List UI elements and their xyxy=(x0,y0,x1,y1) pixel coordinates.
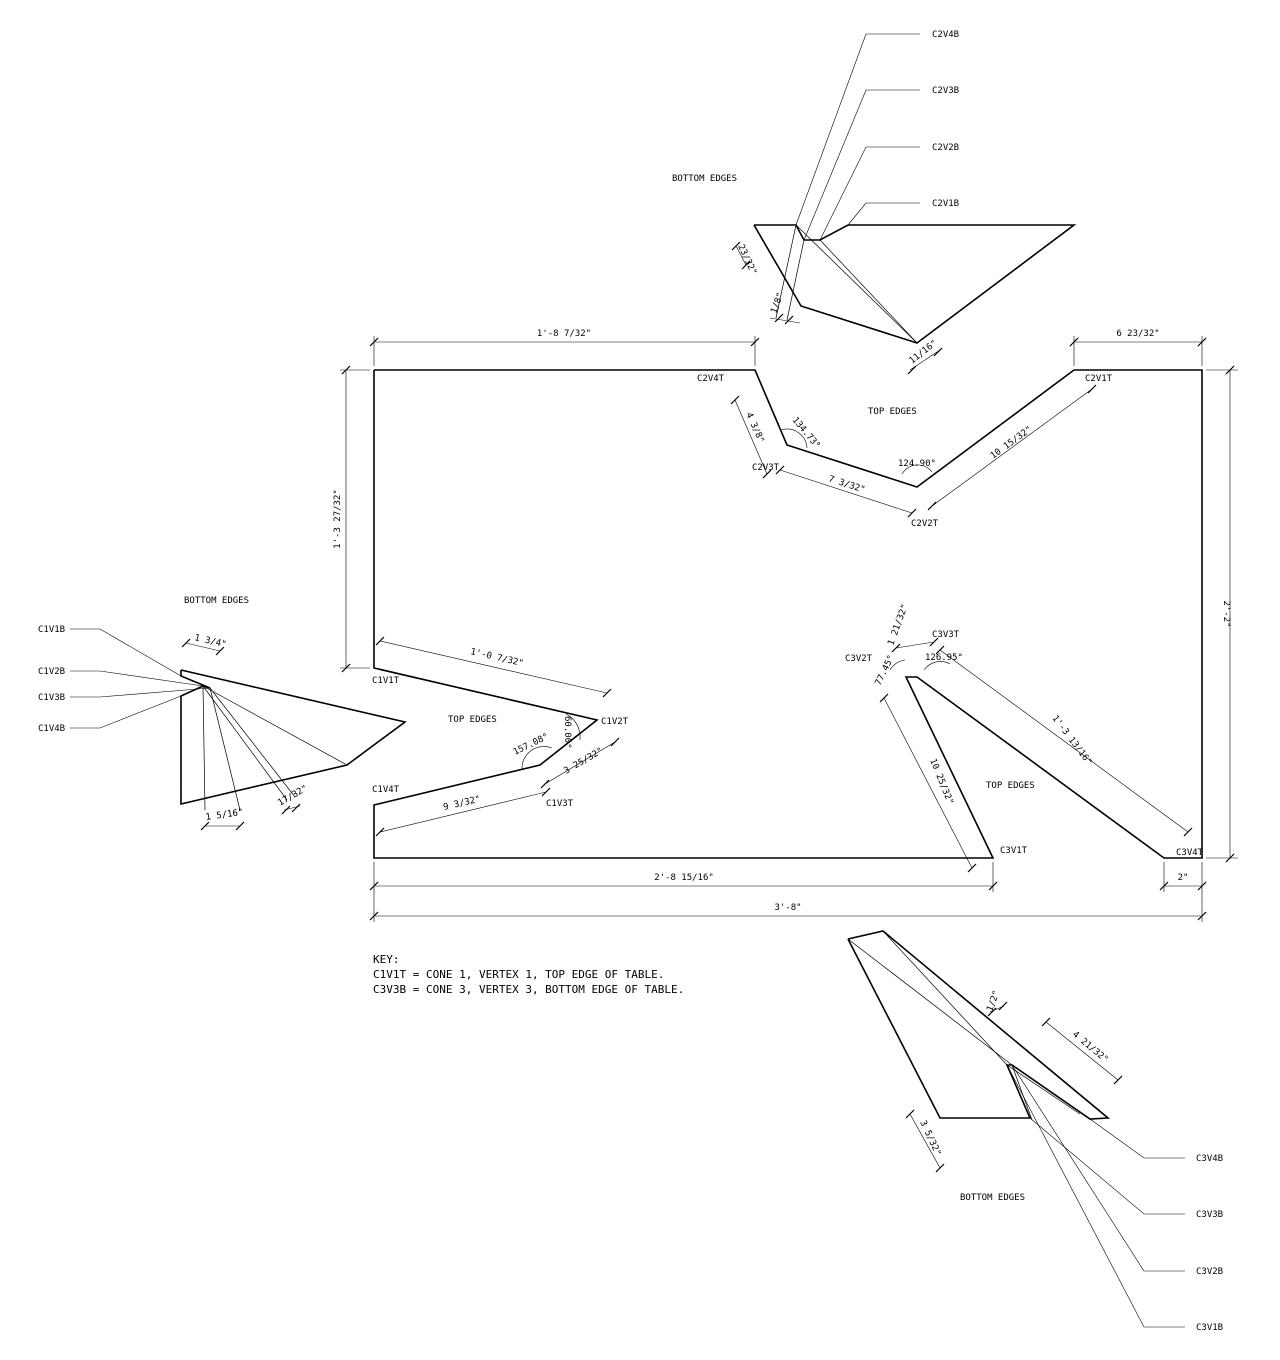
dim-bottom-width: 2'-8 15/16" xyxy=(369,862,998,892)
vertex-c3v3t: C3V3T xyxy=(932,630,960,640)
dim-bottom-right-label: 2" xyxy=(1178,873,1189,883)
dim-c1-3-25-32: 3 25/32" xyxy=(563,746,606,776)
dim-left-height: 1'-3 27/32" xyxy=(333,365,370,673)
dim-c1-bottom-1-3-4: 1 3/4" xyxy=(193,633,227,650)
dim-c2-bottom-23-32: 23/32" xyxy=(735,243,758,277)
vertex-c2v3t: C2V3T xyxy=(752,463,780,473)
heading-top-edges-c2: TOP EDGES xyxy=(868,407,917,417)
vertex-c2v1t: C2V1T xyxy=(1085,374,1113,384)
vertex-c3v4t: C3V4T xyxy=(1176,848,1204,858)
dim-right-height: 2'-2" xyxy=(1206,365,1238,863)
cone2-top-dims: 4 3/8" 134.73° 7 3/32" 124.90° 10 15/32" xyxy=(730,384,1097,518)
dim-c1-1-0-7-32: 1'-0 7/32" xyxy=(469,647,524,669)
dim-c2-10-15-32: 10 15/32" xyxy=(989,425,1034,462)
key-line-1: C1V1T = CONE 1, VERTEX 1, TOP EDGE OF TA… xyxy=(373,968,664,981)
vertex-c1v1t: C1V1T xyxy=(372,676,400,686)
callout-c1v1b: C1V1B xyxy=(38,625,65,635)
dim-c3-1-3-13-16: 1'-3 13/16" xyxy=(1050,714,1094,768)
vertex-c3v2t: C3V2T xyxy=(845,654,873,664)
cone2-bottom-shape xyxy=(753,224,1077,344)
vertex-c1v4t: C1V4T xyxy=(372,785,400,795)
callout-c1v2b: C1V2B xyxy=(38,667,65,677)
dim-c1-bottom-1-5-16: 1 5/16" xyxy=(205,808,244,823)
dim-c3-10-25-32: 10 25/32" xyxy=(927,757,955,806)
dim-c1-bottom-17-32: 17/32" xyxy=(277,784,310,809)
callout-c1v3b: C1V3B xyxy=(38,693,65,703)
dim-bottom-width-label: 2'-8 15/16" xyxy=(654,873,714,883)
table-outline xyxy=(373,369,1203,859)
vertex-c3v1t: C3V1T xyxy=(1000,846,1028,856)
dim-c3-bottom-3-5-32: 3 5/32" xyxy=(917,1119,942,1158)
dim-bottom-right: 2" xyxy=(1159,862,1207,892)
cone3-bottom-shape xyxy=(847,930,1111,1121)
callout-c2v1b: C2V1B xyxy=(932,199,959,209)
dim-top-right-label: 6 23/32" xyxy=(1116,329,1159,339)
heading-bottom-edges-c3: BOTTOM EDGES xyxy=(960,1193,1025,1203)
key-title: KEY: xyxy=(373,953,400,966)
heading-top-edges-c1: TOP EDGES xyxy=(448,715,497,725)
dim-top-width: 1'-8 7/32" xyxy=(369,329,760,366)
dim-c3-bottom-4-21-32: 4 21/32" xyxy=(1070,1030,1110,1066)
cone2-bottom-dims: 23/32" 1/8" 11/16" xyxy=(731,241,943,375)
cone1-bottom-dims: 1 3/4" 1 5/16" 17/32" xyxy=(181,633,310,831)
dim-c3-angle-126: 126.95° xyxy=(925,653,963,663)
callout-c3v3b: C3V3B xyxy=(1196,1210,1223,1220)
dim-c2-7-3-32: 7 3/32" xyxy=(827,474,866,495)
dim-c2-bottom-1-8: 1/8" xyxy=(769,291,786,315)
dim-c3-angle-77: 77.45° xyxy=(874,654,897,688)
dim-c2-4-3-8: 4 3/8" xyxy=(743,411,765,445)
callout-c1v4b: C1V4B xyxy=(38,724,65,734)
dim-right-height-label: 2'-2" xyxy=(1221,600,1231,627)
cone1-top-dims: 1'-0 7/32" 60.00° 157.08° 3 25/32" 9 3/3… xyxy=(375,636,620,837)
cone3-leaders xyxy=(1006,1064,1185,1328)
dim-c1-9-3-32: 9 3/32" xyxy=(442,795,481,813)
dim-overall-width: 3'-8" xyxy=(369,892,1207,922)
heading-bottom-edges-c2: BOTTOM EDGES xyxy=(672,174,737,184)
dim-c2-angle-134: 134.73° xyxy=(790,416,822,451)
heading-bottom-edges-c1: BOTTOM EDGES xyxy=(184,596,249,606)
callout-c2v2b: C2V2B xyxy=(932,143,959,153)
vertex-c2v2t: C2V2T xyxy=(911,519,939,529)
dim-c1-angle-60: 60.00° xyxy=(562,716,572,749)
vertex-c1v2t: C1V2T xyxy=(601,717,629,727)
callout-c3v4b: C3V4B xyxy=(1196,1154,1223,1164)
legend-key: KEY: C1V1T = CONE 1, VERTEX 1, TOP EDGE … xyxy=(373,953,684,996)
dim-top-width-label: 1'-8 7/32" xyxy=(537,329,591,339)
callout-c2v4b: C2V4B xyxy=(932,30,959,40)
dim-c3-1-21-32: 1 21/32" xyxy=(886,603,910,647)
callout-c3v1b: C3V1B xyxy=(1196,1323,1223,1333)
dim-c2-angle-124: 124.90° xyxy=(898,459,936,469)
dim-top-right: 6 23/32" xyxy=(1069,329,1207,366)
cone2-leaders xyxy=(795,33,920,241)
callout-c2v3b: C2V3B xyxy=(932,86,959,96)
dim-c1-angle-157: 157.08° xyxy=(512,732,550,758)
heading-top-edges-c3: TOP EDGES xyxy=(986,781,1035,791)
dim-c2-bottom-11-16: 11/16" xyxy=(908,338,940,366)
callout-c3v2b: C3V2B xyxy=(1196,1267,1223,1277)
vertex-c1v3t: C1V3T xyxy=(546,799,574,809)
dim-left-height-label: 1'-3 27/32" xyxy=(333,489,343,549)
cone3-top-dims: 126.95° 77.45° 1'-3 13/16" 10 25/32" xyxy=(874,637,1193,873)
vertex-c2v4t: C2V4T xyxy=(697,374,725,384)
dim-overall-width-label: 3'-8" xyxy=(774,903,801,913)
cone1-leaders xyxy=(70,628,211,729)
key-line-2: C3V3B = CONE 3, VERTEX 3, BOTTOM EDGE OF… xyxy=(373,983,684,996)
